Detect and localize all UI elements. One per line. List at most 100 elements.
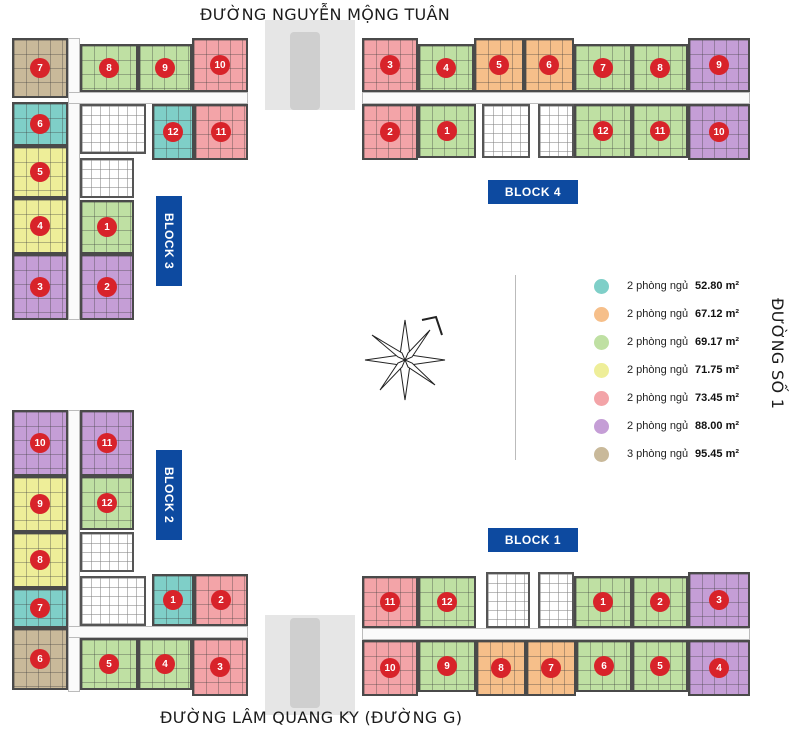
unit[interactable]: 7: [526, 640, 576, 696]
unit-number: 10: [30, 433, 50, 453]
unit[interactable]: 9: [138, 44, 192, 92]
unit[interactable]: 3: [362, 38, 418, 92]
unit[interactable]: 1: [80, 200, 134, 254]
unit[interactable]: 3: [12, 254, 68, 320]
block-2-lift-core: [80, 532, 134, 572]
block-4-corridor: [362, 92, 750, 104]
unit-number: 4: [709, 658, 729, 678]
unit[interactable]: 2: [80, 254, 134, 320]
block-4-lift-core: [538, 104, 574, 158]
driveway-bottom-lane: [290, 618, 320, 708]
unit[interactable]: 2: [632, 576, 688, 628]
unit[interactable]: 3: [688, 572, 750, 628]
unit[interactable]: 4: [12, 198, 68, 254]
unit-number: 12: [593, 121, 613, 141]
unit[interactable]: 8: [476, 640, 526, 696]
unit-number: 2: [211, 590, 231, 610]
unit-number: 9: [30, 494, 50, 514]
unit-number: 5: [30, 162, 50, 182]
unit[interactable]: 10: [12, 410, 68, 476]
unit-number: 6: [539, 55, 559, 75]
block-2-stair-core: [80, 576, 146, 626]
unit-number: 11: [380, 592, 400, 612]
block-1-lift-core: [538, 572, 574, 628]
unit[interactable]: 10: [192, 38, 248, 92]
legend-area: 69.17 m²: [695, 336, 740, 348]
boundary-line: [515, 275, 516, 460]
unit[interactable]: 5: [474, 38, 524, 92]
unit-number: 5: [650, 656, 670, 676]
unit-number: 11: [650, 121, 670, 141]
unit[interactable]: 9: [418, 640, 476, 692]
block-4-label: BLOCK 4: [488, 180, 578, 204]
unit-number: 1: [437, 121, 457, 141]
unit[interactable]: 4: [418, 44, 474, 92]
legend-swatch: [594, 418, 609, 434]
unit[interactable]: 11: [362, 576, 418, 628]
unit[interactable]: 7: [12, 588, 68, 628]
street-right: ĐƯỜNG SỐ 1: [768, 298, 787, 410]
unit[interactable]: 5: [12, 146, 68, 198]
legend-area: 67.12 m²: [695, 308, 740, 320]
unit-number: 10: [709, 122, 729, 142]
legend-area: 88.00 m²: [695, 420, 740, 432]
legend-desc: 2 phòng ngủ: [627, 420, 689, 432]
unit[interactable]: 6: [12, 102, 68, 146]
legend-swatch: [594, 334, 609, 350]
block-1-label: BLOCK 1: [488, 528, 578, 552]
block-3-corridor-h: [68, 92, 248, 104]
unit[interactable]: 12: [574, 104, 632, 158]
unit[interactable]: 11: [194, 104, 248, 160]
unit[interactable]: 4: [138, 638, 192, 690]
legend-swatch: [594, 390, 609, 406]
unit[interactable]: 7: [574, 44, 632, 92]
unit[interactable]: 5: [80, 638, 138, 690]
unit[interactable]: 11: [80, 410, 134, 476]
unit[interactable]: 1: [574, 576, 632, 628]
unit-number: 2: [97, 277, 117, 297]
unit-number: 6: [30, 649, 50, 669]
unit[interactable]: 9: [688, 38, 750, 92]
unit[interactable]: 12: [80, 476, 134, 530]
unit[interactable]: 8: [632, 44, 688, 92]
unit[interactable]: 2: [362, 104, 418, 160]
unit[interactable]: 2: [194, 574, 248, 626]
unit[interactable]: 10: [688, 104, 750, 160]
unit[interactable]: 6: [576, 640, 632, 692]
unit[interactable]: 6: [524, 38, 574, 92]
block-2-corridor-h: [68, 626, 248, 638]
legend-desc: 2 phòng ngủ: [627, 392, 689, 404]
legend-row: 2 phòng ngủ 88.00 m²: [594, 412, 764, 440]
unit[interactable]: 9: [12, 476, 68, 532]
unit[interactable]: 12: [418, 576, 476, 628]
legend-area: 73.45 m²: [695, 392, 740, 404]
unit[interactable]: 1: [418, 104, 476, 158]
unit[interactable]: 7: [12, 38, 68, 98]
unit[interactable]: 12: [152, 104, 194, 160]
unit[interactable]: 1: [152, 574, 194, 626]
unit-number: 5: [99, 654, 119, 674]
legend-swatch: [594, 306, 609, 322]
legend-desc: 2 phòng ngủ: [627, 280, 689, 292]
unit[interactable]: 6: [12, 628, 68, 690]
unit[interactable]: 10: [362, 640, 418, 696]
unit[interactable]: 3: [192, 638, 248, 696]
unit-number: 8: [30, 550, 50, 570]
unit-number: 4: [436, 58, 456, 78]
unit-number: 1: [163, 590, 183, 610]
unit-number: 12: [437, 592, 457, 612]
unit-number: 5: [489, 55, 509, 75]
unit-number: 12: [163, 122, 183, 142]
unit-number: 3: [30, 277, 50, 297]
legend-swatch: [594, 446, 609, 462]
unit[interactable]: 5: [632, 640, 688, 692]
unit[interactable]: 11: [632, 104, 688, 158]
unit[interactable]: 4: [688, 640, 750, 696]
legend-area: 71.75 m²: [695, 364, 740, 376]
unit[interactable]: 8: [12, 532, 68, 588]
unit[interactable]: 8: [80, 44, 138, 92]
